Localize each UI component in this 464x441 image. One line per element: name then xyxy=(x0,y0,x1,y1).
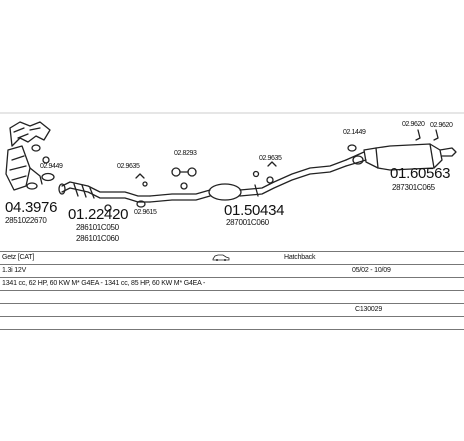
table-row xyxy=(0,290,464,303)
clamp-part xyxy=(135,173,145,179)
part-ref-label: 286101C060 xyxy=(76,234,119,243)
gasket-part xyxy=(347,144,357,152)
exhaust-system-diagram xyxy=(0,112,464,212)
catalog-code-cell: C130029 xyxy=(355,306,383,313)
manifold-part xyxy=(5,121,51,191)
table-row: C130029 xyxy=(0,303,464,316)
table-row: 1.3i 12V 05/02 - 10/09 xyxy=(0,264,464,277)
accessory-label: 02.9635 xyxy=(259,155,282,162)
accessory-label: 02.9620 xyxy=(402,121,425,128)
accessory-label: 02.9449 xyxy=(40,163,63,170)
gasket-part xyxy=(41,172,55,182)
part-number-label: 01.22420 xyxy=(68,206,129,223)
vehicle-info-table: Getz [CAT] Hatchback 1.3i 12V 05/02 - 10… xyxy=(0,251,464,330)
table-row: 1341 cc, 62 HP, 60 KW M* G4EA - 1341 cc,… xyxy=(0,277,464,290)
body-type-cell: Hatchback xyxy=(284,254,316,261)
clamp-part xyxy=(142,181,148,187)
accessory-label: 02.1449 xyxy=(343,129,366,136)
rubber-mount-part xyxy=(171,167,197,190)
accessory-label: 02.9615 xyxy=(134,209,157,216)
engine-spec-cell: 1341 cc, 62 HP, 60 KW M* G4EA - 1341 cc,… xyxy=(2,280,206,287)
part-number-label: 01.60563 xyxy=(390,165,451,182)
rubber-mount-part xyxy=(415,129,421,141)
years-cell: 05/02 - 10/09 xyxy=(352,267,391,274)
car-icon xyxy=(212,253,230,263)
part-number-label: 01.50434 xyxy=(224,202,285,219)
part-ref-label: 287301C065 xyxy=(392,183,435,192)
rubber-mount-part xyxy=(433,129,439,141)
accessory-label: 02.9635 xyxy=(117,163,140,170)
part-ref-label: 286101C050 xyxy=(76,223,119,232)
front-pipe-part xyxy=(58,181,151,212)
model-cell: Getz [CAT] xyxy=(2,254,35,261)
accessory-label: 02.9620 xyxy=(430,122,453,129)
engine-cell: 1.3i 12V xyxy=(2,267,27,274)
gasket-part xyxy=(352,155,364,165)
table-row: Getz [CAT] Hatchback xyxy=(0,251,464,264)
accessory-label: 02.8293 xyxy=(174,150,197,157)
clamp-part xyxy=(252,170,260,178)
part-number-label: 04.3976 xyxy=(5,199,58,216)
center-muffler-part xyxy=(149,159,347,203)
table-row xyxy=(0,316,464,330)
clamp-part xyxy=(136,200,146,208)
gasket-part xyxy=(26,182,38,190)
part-ref-label: 2851022670 xyxy=(5,216,47,225)
part-ref-label: 287001C060 xyxy=(226,218,269,227)
clamp-part xyxy=(267,161,277,167)
